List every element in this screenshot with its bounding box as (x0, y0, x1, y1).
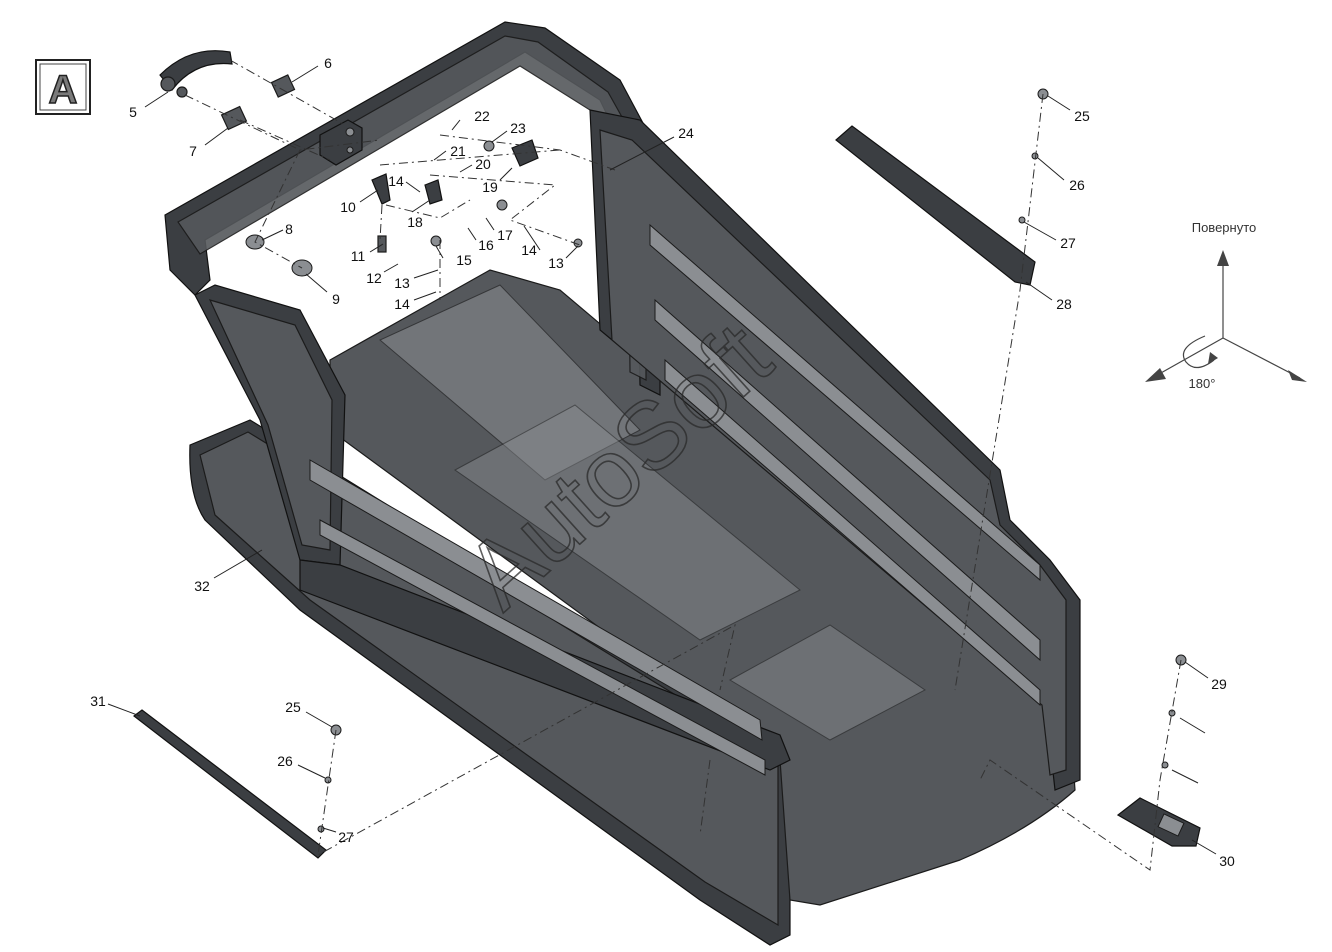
callout-24: 24 (678, 125, 694, 141)
callout-28: 28 (1056, 296, 1072, 312)
arrow-right-icon (1288, 370, 1307, 382)
callout-32: 32 (194, 578, 210, 594)
callout-21: 21 (450, 143, 466, 159)
handle-icon (159, 50, 233, 91)
rotation-arrow-icon (1182, 335, 1215, 369)
striker-18 (424, 179, 443, 205)
arrow-left-icon (1145, 368, 1166, 382)
nut-17 (496, 199, 508, 211)
view-badge: A (35, 59, 91, 115)
callout-18: 18 (407, 214, 423, 230)
assembly-lines (184, 59, 1182, 871)
latch-bracket (371, 173, 391, 205)
washer-29b (1161, 761, 1169, 769)
callout-11: 11 (351, 248, 366, 264)
washer-26-lower (324, 776, 332, 784)
arrow-up-icon (1217, 250, 1229, 266)
callout-10: 10 (340, 199, 356, 215)
handle-assembly (159, 50, 233, 98)
callout-26-right: 26 (1069, 177, 1085, 193)
callout-14-top: 14 (388, 173, 404, 189)
callout-15: 15 (456, 252, 472, 268)
lock-mechanism-19 (511, 139, 539, 167)
door-body (164, 21, 1081, 946)
door-lock (319, 119, 363, 166)
callout-8: 8 (285, 221, 293, 237)
callout-23: 23 (510, 120, 526, 136)
callout-16: 16 (478, 237, 494, 253)
bolt-11 (377, 235, 387, 253)
callout-25-left: 25 (285, 699, 301, 715)
callout-12: 12 (366, 270, 382, 286)
callout-19: 19 (482, 179, 498, 195)
seal-strip-31 (133, 709, 327, 859)
callout-14-lower: 14 (394, 296, 410, 312)
callout-20: 20 (475, 156, 491, 172)
callout-17: 17 (497, 227, 513, 243)
callout-27-left: 27 (338, 829, 354, 845)
callout-9: 9 (332, 291, 340, 307)
callout-5: 5 (129, 104, 137, 120)
callout-29: 29 (1211, 676, 1227, 692)
callout-22: 22 (474, 108, 490, 124)
seal-strip-28 (835, 125, 1036, 286)
leader-lines (107, 65, 1217, 855)
callout-25-right: 25 (1074, 108, 1090, 124)
orientation-indicator: Повернуто 180° (1145, 220, 1307, 391)
washer-27 (1018, 216, 1026, 224)
rotation-caption: Повернуто (1192, 220, 1257, 235)
rotation-angle: 180° (1189, 376, 1216, 391)
hinge-bracket-30 (1116, 797, 1201, 847)
callout-13-right: 13 (548, 255, 564, 271)
handle-pad-bottom (220, 105, 248, 131)
callout-6: 6 (324, 55, 332, 71)
callout-26-left: 26 (277, 753, 293, 769)
callout-30: 30 (1219, 853, 1235, 869)
callout-14-right: 14 (521, 242, 537, 258)
view-badge-letter: A (49, 68, 78, 112)
callout-labels: 5 6 7 8 9 10 11 12 13 13 14 14 14 15 16 … (90, 55, 1235, 869)
callout-13-left: 13 (394, 275, 410, 291)
washer-29a (1168, 709, 1176, 717)
nut-23 (483, 140, 495, 152)
handle-pad-top (270, 74, 296, 98)
callout-27-right: 27 (1060, 235, 1076, 251)
callout-31: 31 (90, 693, 106, 709)
callout-7: 7 (189, 143, 197, 159)
